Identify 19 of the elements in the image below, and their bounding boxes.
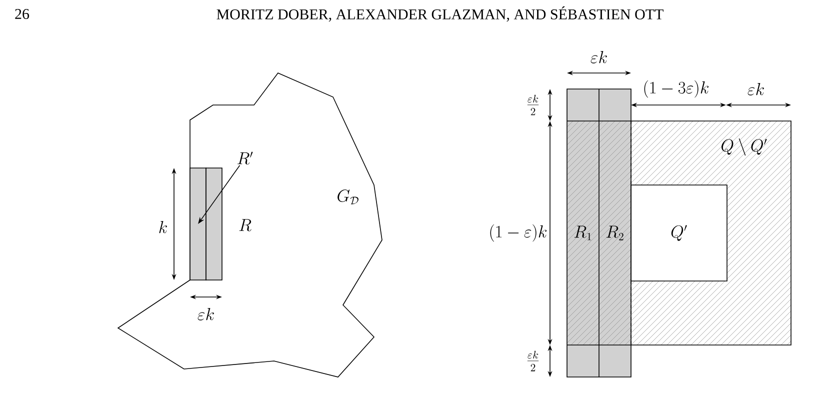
strip-rectangle — [190, 168, 206, 280]
dimension-label: $\frac{\varepsilon k}{2}$ — [527, 350, 539, 372]
region-label: $G_{\mathcal{D}}$ — [338, 189, 358, 204]
region-label: $R_2$ — [606, 226, 624, 240]
dimension-label: $\varepsilon k$ — [198, 308, 214, 320]
header-authors: MORITZ DOBER, ALEXANDER GLAZMAN, AND SÉBASTIEN OTT — [216, 6, 664, 22]
header-page-number: 26 — [15, 8, 30, 20]
region-label: $R_1$ — [574, 226, 592, 240]
dimension-label: $k$ — [159, 221, 167, 234]
region-label: $Q'$ — [671, 225, 687, 241]
strip-rectangle — [206, 168, 222, 280]
dimension-label: $\varepsilon k$ — [590, 51, 607, 64]
dimension-label: $(1-\varepsilon)k$ — [490, 224, 547, 242]
dimension-label: $\frac{\varepsilon k}{2}$ — [527, 94, 539, 116]
dimension-label: $(1-3\varepsilon)k$ — [644, 80, 709, 98]
dimension-label: $\varepsilon k$ — [748, 83, 764, 96]
region-label: $Q\setminus Q'$ — [722, 138, 767, 156]
region-label: $R$ — [239, 219, 252, 232]
region-label: $R'$ — [238, 152, 253, 165]
